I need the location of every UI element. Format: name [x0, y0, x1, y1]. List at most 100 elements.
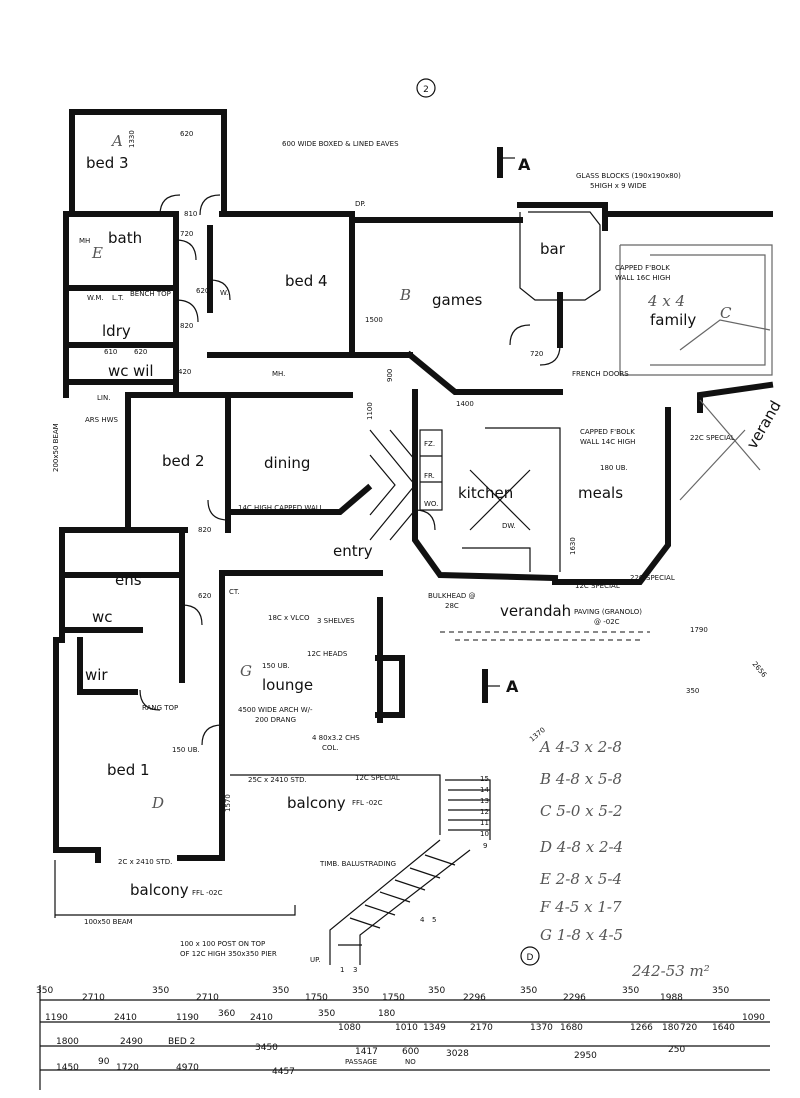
svg-text:3: 3: [353, 966, 357, 974]
svg-text:15: 15: [480, 775, 489, 783]
svg-text:360: 360: [218, 1009, 235, 1019]
hand-note-b: B 4-8 x 5-8: [539, 770, 622, 788]
note-pier: OF 12C HIGH 350x350 PIER: [180, 950, 277, 958]
room-bed4: bed 4: [285, 272, 328, 290]
view-marker-label: D: [527, 953, 534, 963]
note-eaves: 600 WIDE BOXED & LINED EAVES: [282, 140, 399, 148]
svg-text:1988: 1988: [660, 993, 683, 1003]
svg-text:4970: 4970: [176, 1063, 199, 1073]
label-lt: L.T.: [112, 294, 124, 302]
svg-text:2490: 2490: [120, 1037, 143, 1047]
label-mh: MH.: [272, 370, 285, 378]
room-meals: meals: [578, 484, 623, 502]
svg-text:820: 820: [180, 322, 193, 330]
note-paving: PAVING (GRANOLO): [574, 608, 642, 616]
note-capped-wall-1b: WALL 16C HIGH: [615, 274, 670, 282]
view-marker-circle: [520, 946, 540, 966]
note-lintel-lounge: 150 UB.: [262, 662, 290, 670]
section-marker-bottom: A: [482, 669, 519, 703]
svg-text:PASSAGE: PASSAGE: [345, 1058, 377, 1066]
note-special-1: 12C SPECIAL: [575, 582, 620, 590]
note-shelves: 3 SHELVES: [317, 617, 355, 625]
svg-text:5: 5: [432, 916, 436, 924]
label-lin: LIN.: [97, 394, 110, 402]
note-stud-bed1: 2C x 2410 STD.: [118, 858, 172, 866]
hand-note-c: C 5-0 x 5-2: [540, 802, 623, 820]
note-bench-top: BENCH TOP: [130, 290, 171, 298]
svg-text:2410: 2410: [250, 1013, 273, 1023]
svg-text:90: 90: [98, 1057, 110, 1067]
svg-text:1330: 1330: [128, 130, 136, 148]
label-dw: DW.: [502, 522, 516, 530]
label-wm: W.M.: [87, 294, 104, 302]
fixture-labels: MH. W.M. L.T. W. MH CT. FZ. FR. WO. DW. …: [79, 237, 516, 964]
note-capped-wall-2b: WALL 14C HIGH: [580, 438, 635, 446]
svg-text:1680: 1680: [560, 1023, 583, 1033]
svg-text:1750: 1750: [382, 993, 405, 1003]
svg-text:620: 620: [180, 130, 193, 138]
svg-text:620: 620: [196, 287, 209, 295]
note-ffl-upper: FFL -02C: [352, 799, 383, 807]
annotation-notes: 600 WIDE BOXED & LINED EAVES GLASS BLOCK…: [52, 140, 735, 958]
svg-text:2296: 2296: [463, 993, 486, 1003]
svg-text:1: 1: [340, 966, 344, 974]
note-special-3: 22C SPECIAL: [630, 574, 675, 582]
note-lintel-meals: 180 UB.: [600, 464, 628, 472]
handwritten-area-list: A 4-3 x 2-8 B 4-8 x 5-8 C 5-0 x 5-2 D 4-…: [91, 132, 732, 980]
svg-text:600: 600: [402, 1047, 419, 1057]
room-ens: ens: [115, 571, 142, 589]
label-fz: FZ.: [424, 440, 435, 448]
svg-text:2656: 2656: [750, 660, 768, 679]
hand-label-g: G: [240, 662, 252, 680]
svg-text:350: 350: [352, 986, 369, 996]
svg-text:1100: 1100: [366, 402, 374, 420]
room-games: games: [432, 291, 483, 309]
svg-text:3028: 3028: [446, 1049, 469, 1059]
note-beam-balcony: 100x50 BEAM: [84, 918, 133, 926]
kitchen-lattice: [369, 429, 531, 541]
section-label-bottom: A: [506, 677, 519, 696]
plan-dimensions: 620 1330 720 810 420 620 820 610 620 900…: [104, 130, 768, 974]
note-column: 4 80x3.2 CHS: [312, 734, 360, 742]
svg-text:1500: 1500: [365, 316, 383, 324]
note-bulkhead: BULKHEAD @: [428, 592, 476, 600]
room-lounge: lounge: [262, 676, 313, 694]
note-capped-wall-2: CAPPED F'BOLK: [580, 428, 635, 436]
svg-text:1266: 1266: [630, 1023, 653, 1033]
note-stud-balcony: 25C x 2410 STD.: [248, 776, 307, 784]
label-wo: WO.: [424, 500, 438, 508]
note-glass-size: 5HIGH x 9 WIDE: [590, 182, 647, 190]
svg-text:1790: 1790: [690, 626, 708, 634]
note-bulkhead-height: 28C: [445, 602, 459, 610]
room-balcony-upper: balcony: [287, 794, 346, 812]
room-kitchen: kitchen: [458, 484, 513, 502]
svg-text:1349: 1349: [423, 1023, 446, 1033]
svg-text:4: 4: [420, 916, 425, 924]
svg-text:2170: 2170: [470, 1023, 493, 1033]
svg-text:NO: NO: [405, 1058, 416, 1066]
svg-text:2410: 2410: [114, 1013, 137, 1023]
svg-text:720: 720: [680, 1023, 697, 1033]
family-sketch: [619, 244, 773, 501]
note-capped-wall-1: CAPPED F'BOLK: [615, 264, 670, 272]
svg-text:1750: 1750: [305, 993, 328, 1003]
svg-text:420: 420: [178, 368, 191, 376]
note-lintel-bed1: 150 UB.: [172, 746, 200, 754]
label-w: W.: [220, 289, 228, 297]
note-balustrade: TIMB. BALUSTRADING: [319, 860, 396, 868]
svg-text:1640: 1640: [712, 1023, 735, 1033]
svg-text:350: 350: [36, 986, 53, 996]
room-bed3: bed 3: [86, 154, 129, 172]
room-verandah: verandah: [500, 602, 571, 620]
hand-label-c: C: [720, 304, 732, 322]
door-swings: [139, 194, 561, 746]
walls: [53, 109, 774, 965]
svg-text:350: 350: [318, 1009, 335, 1019]
note-column-2: COL.: [322, 744, 339, 752]
svg-text:900: 900: [386, 369, 394, 382]
hand-note-e: E 2-8 x 5-4: [539, 870, 622, 888]
svg-text:4457: 4457: [272, 1067, 295, 1077]
dimension-row-1: 350 2710 350 2710 350 1750 350 1750 350 …: [36, 986, 729, 1003]
note-post: 100 x 100 POST ON TOP: [180, 940, 265, 948]
